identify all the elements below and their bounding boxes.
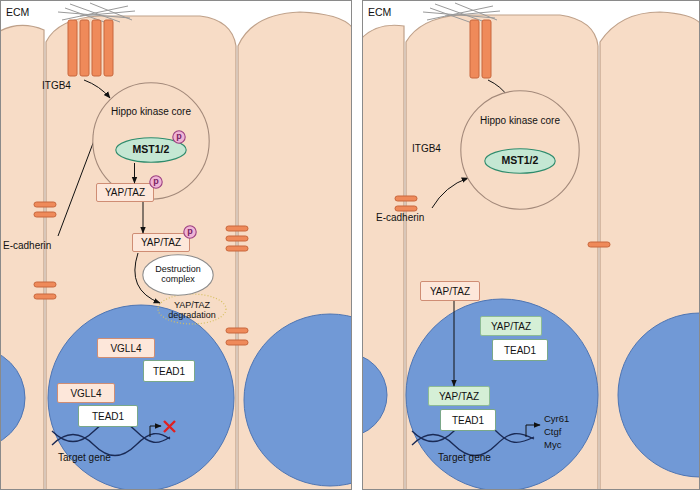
phospho-circle: p [149, 175, 163, 189]
signal-arrow [58, 130, 98, 236]
repression-cross [164, 421, 175, 432]
cadherin-junction [34, 212, 56, 217]
left-panel [0, 1, 352, 490]
cell-body [46, 16, 236, 490]
tead-box: TEAD1 [143, 360, 195, 382]
gene-arrow [526, 425, 540, 437]
region-label: ECM [368, 6, 391, 18]
cadherin-junction [395, 196, 417, 201]
protein-box: YAP/TAZ [420, 281, 480, 301]
nucleus [48, 305, 234, 490]
tead-box: TEAD1 [492, 339, 548, 361]
hippo-kinase-core: Hippo kinase coreMST1/2 [460, 90, 580, 210]
protein-label: E-cadherin [376, 212, 424, 224]
protein-label: ITGB4 [42, 80, 71, 92]
protein-label: E-cadherin [3, 240, 51, 252]
node-text: MST1/2 [502, 155, 539, 167]
node-shape [143, 255, 213, 295]
gene-label: Target gene [58, 452, 111, 464]
node-text: p [153, 177, 159, 187]
node-text: Hippo kinase core [480, 115, 560, 126]
integrin-bar [104, 20, 113, 76]
node-shape [485, 149, 555, 173]
active-protein-box: YAP/TAZ [480, 316, 542, 336]
cell-body [406, 15, 598, 490]
nucleus [0, 348, 25, 448]
gene-label: Target gene [438, 452, 491, 464]
phospho-circle: p [172, 130, 186, 144]
arrow-connector [143, 202, 144, 233]
connector-group [135, 163, 455, 386]
cadherin-junction [34, 294, 56, 299]
cadherin-junction [226, 246, 248, 251]
gene-name: Cyr61 [544, 414, 569, 425]
node-text: YAP/TAZ [430, 286, 470, 297]
cadherin-junction [226, 236, 248, 241]
gene-name: Myc [544, 440, 561, 451]
protein-box: VGLL4 [97, 338, 155, 358]
active-protein-box: YAP/TAZ [428, 386, 490, 406]
cadherin-junction [395, 206, 417, 211]
node-text: TEAD1 [153, 366, 185, 377]
region-label: ECM [6, 6, 29, 18]
process-label: YAP/TAZ degradation [160, 300, 224, 321]
node-shape [150, 176, 162, 188]
tead-box: TEAD1 [78, 405, 138, 427]
node-text: YAP/TAZ [141, 237, 181, 248]
kinase-ellipse: MST1/2 [484, 148, 556, 174]
node-text: Hippo kinase core [111, 106, 191, 117]
node-text: TEAD1 [452, 415, 484, 426]
panel-frame [363, 1, 700, 490]
node-text: YAP/TAZ [491, 321, 531, 332]
protein-box: YAP/TAZ [96, 183, 154, 202]
destruction-complex: Destruction complex [142, 254, 214, 296]
integrin-bar [80, 20, 89, 76]
integrin-bar [68, 20, 77, 76]
signal-arrow [84, 80, 110, 98]
gene-name: Ctgf [544, 427, 561, 438]
node-text: Destruction complex [150, 265, 206, 285]
panel-frame [1, 1, 352, 490]
protein-box: YAP/TAZ [132, 233, 190, 252]
node-text: p [176, 132, 182, 142]
node-text: TEAD1 [504, 345, 536, 356]
cadherin-junction [226, 340, 248, 345]
signal-arrow [432, 178, 468, 208]
node-shape [93, 83, 209, 199]
protein-box: VGLL4 [57, 383, 115, 403]
phospho-circle: p [183, 225, 197, 239]
right-panel [362, 1, 700, 490]
cadherin-junction [226, 328, 248, 333]
node-text: p [187, 227, 193, 237]
protein-label: ITGB4 [412, 143, 441, 155]
arrow-connector [134, 163, 135, 183]
node-shape [461, 91, 579, 209]
gene-arrow [150, 426, 161, 437]
cadherin-junction [34, 202, 56, 207]
node-shape [184, 226, 196, 238]
cadherin-junction [588, 242, 610, 247]
arrow-connector [454, 301, 455, 386]
node-text: TEAD1 [92, 411, 124, 422]
node-text: MST1/2 [133, 144, 170, 156]
degradation-halo [158, 294, 226, 324]
integrin-bar [482, 20, 491, 78]
integrin-bar [92, 20, 101, 76]
nucleus [362, 353, 387, 437]
nucleus [244, 314, 352, 486]
cadherin-junction [34, 282, 56, 287]
tead-box: TEAD1 [440, 409, 496, 431]
node-text: VGLL4 [110, 343, 141, 354]
nucleus [406, 299, 598, 490]
nucleus [618, 313, 700, 477]
node-text: YAP/TAZ [105, 187, 145, 198]
cadherin-junction [226, 226, 248, 231]
node-text: YAP/TAZ [439, 391, 479, 402]
node-text: VGLL4 [70, 388, 101, 399]
node-shape [173, 131, 185, 143]
integrin-bar [470, 20, 479, 78]
